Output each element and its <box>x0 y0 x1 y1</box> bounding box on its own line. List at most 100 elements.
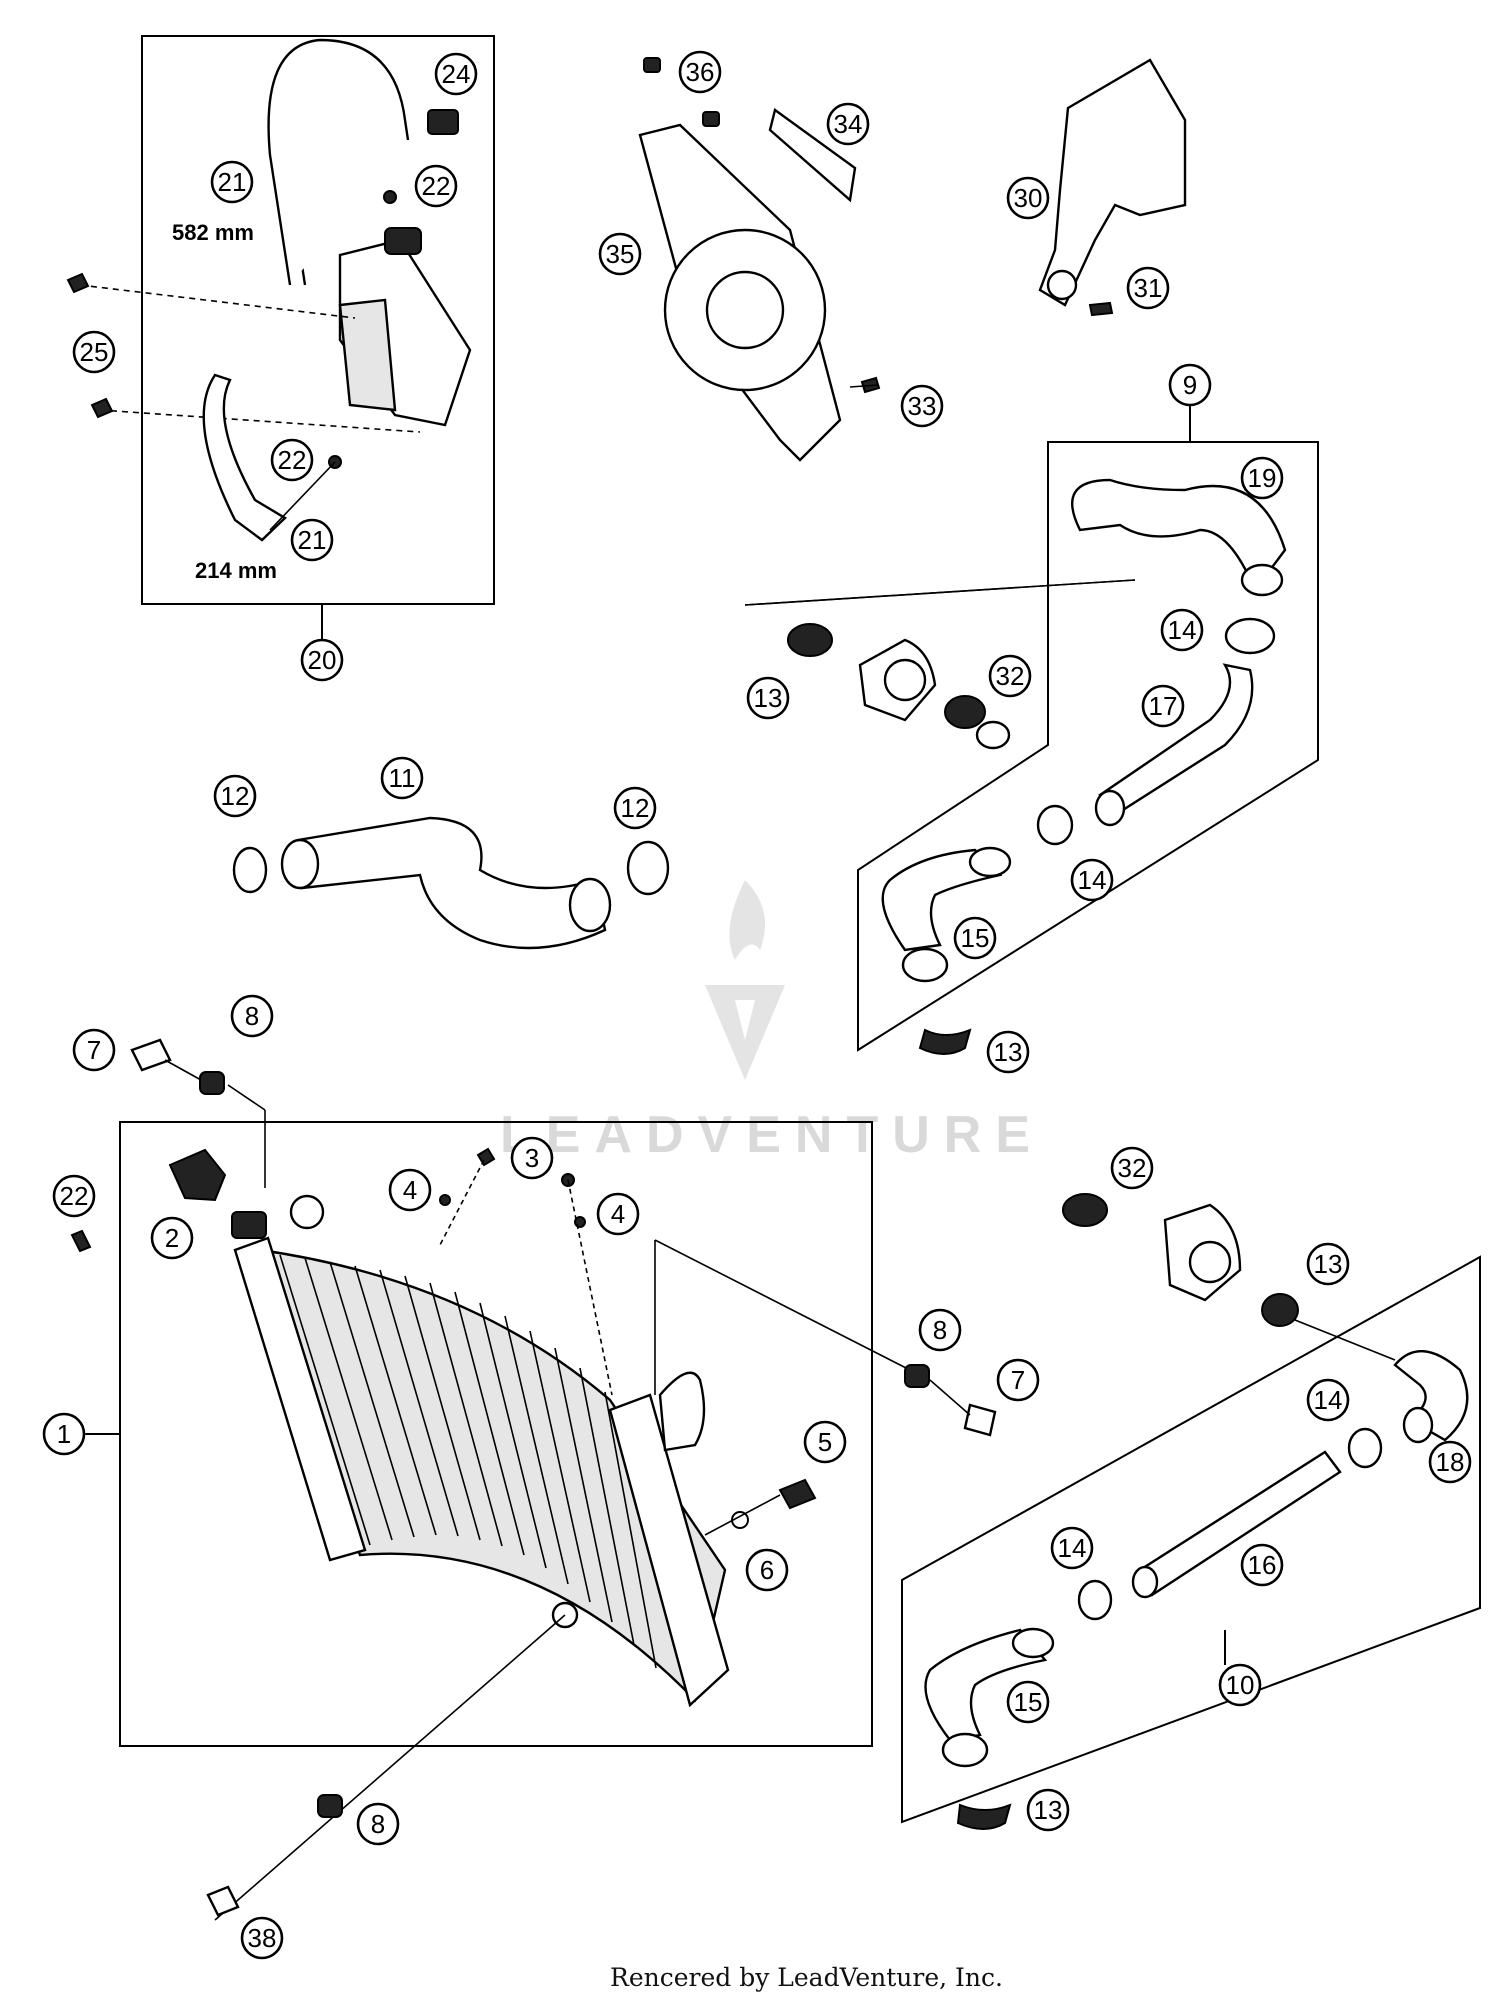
svg-text:32: 32 <box>996 661 1025 691</box>
callout-15a: 15 <box>953 916 997 960</box>
svg-text:16: 16 <box>1248 1550 1277 1580</box>
hose-kit-10 <box>901 1193 1481 1830</box>
callout-32a: 32 <box>988 654 1032 698</box>
clamp-13-lower-9 <box>918 1028 972 1055</box>
callout-12b: 12 <box>613 786 657 830</box>
svg-text:14: 14 <box>1168 615 1197 645</box>
svg-text:13: 13 <box>1034 1795 1063 1825</box>
callout-34: 34 <box>826 102 870 146</box>
svg-text:15: 15 <box>961 923 990 953</box>
svg-text:4: 4 <box>611 1199 625 1229</box>
temperature-sensor <box>778 1478 817 1510</box>
thermostat-32-upper <box>944 695 986 729</box>
svg-text:3: 3 <box>525 1143 539 1173</box>
callout-11: 11 <box>380 756 424 800</box>
grommet-8-left <box>199 1071 225 1095</box>
radiator-bracket <box>1038 58 1187 317</box>
clamp-14-upper <box>1224 617 1276 655</box>
svg-text:18: 18 <box>1436 1447 1465 1477</box>
svg-text:7: 7 <box>1011 1365 1025 1395</box>
radiator-filler-neck <box>231 1211 267 1239</box>
clamp-14-mid <box>1036 804 1074 846</box>
svg-text:32: 32 <box>1118 1153 1147 1183</box>
svg-text:38: 38 <box>248 1923 277 1953</box>
fan-assembly <box>638 57 881 462</box>
callout-16: 16 <box>1240 1543 1284 1587</box>
lower-hose-length: 214 mm <box>195 558 277 583</box>
callout-14b: 14 <box>1070 858 1114 902</box>
callout-13d: 13 <box>1026 1788 1070 1832</box>
callout-10: 10 <box>1218 1663 1262 1707</box>
radiator-group <box>86 1121 873 1747</box>
svg-text:9: 9 <box>1183 370 1197 400</box>
svg-text:21: 21 <box>298 525 327 555</box>
leadventure-watermark: LEADVENTURE <box>500 880 1044 1164</box>
svg-text:31: 31 <box>1134 273 1163 303</box>
svg-text:15: 15 <box>1014 1687 1043 1717</box>
radiator-outlet-pipe <box>658 1371 706 1452</box>
svg-text:20: 20 <box>308 645 337 675</box>
fan-bracket-strip <box>768 107 857 203</box>
svg-text:35: 35 <box>606 239 635 269</box>
callout-30: 30 <box>1006 176 1050 220</box>
svg-text:14: 14 <box>1078 865 1107 895</box>
callout-18: 18 <box>1428 1440 1472 1484</box>
hose-11 <box>296 816 607 950</box>
svg-text:14: 14 <box>1314 1385 1343 1415</box>
callout-7a: 7 <box>72 1028 116 1072</box>
callout-8b: 8 <box>918 1308 962 1352</box>
svg-text:14: 14 <box>1058 1533 1087 1563</box>
callout-1: 1 <box>42 1412 86 1456</box>
clamp-13-thermo-upper <box>787 623 833 657</box>
callout-22a: 22 <box>414 164 458 208</box>
credit-text: Rencered by LeadVenture, Inc. <box>610 1963 1003 1992</box>
hose-19 <box>1071 478 1287 593</box>
callout-38: 38 <box>240 1916 284 1960</box>
svg-text:12: 12 <box>621 793 650 823</box>
tank-cap <box>384 227 422 255</box>
callout-21a: 21 <box>210 160 254 204</box>
callout-14a: 14 <box>1160 608 1204 652</box>
clamp-12-right <box>626 840 670 896</box>
svg-text:4: 4 <box>403 1175 417 1205</box>
hose-clip-22 <box>70 1229 92 1253</box>
svg-text:22: 22 <box>278 445 307 475</box>
callout-31: 31 <box>1126 266 1170 310</box>
svg-text:21: 21 <box>218 167 247 197</box>
svg-text:10: 10 <box>1226 1670 1255 1700</box>
radiator-bracket-part <box>1038 58 1187 307</box>
bolt-7-right <box>963 1403 997 1437</box>
thermostat-32-lower <box>1062 1193 1108 1227</box>
radiator-left-tank <box>233 1236 367 1562</box>
callout-3: 3 <box>510 1136 554 1180</box>
radiator-right-tank <box>608 1393 730 1708</box>
svg-text:17: 17 <box>1149 691 1178 721</box>
watermark-text: LEADVENTURE <box>500 1106 1044 1164</box>
callout-22b: 22 <box>270 438 314 482</box>
callout-8a: 8 <box>230 994 274 1038</box>
hose-kit-9-box <box>857 441 1319 1052</box>
callout-35: 35 <box>598 232 642 276</box>
hose-15-lower <box>924 1628 1048 1742</box>
expansion-tank-group: 582 mm 214 mm <box>66 35 495 640</box>
clamp-14-lower-left <box>1077 1579 1113 1621</box>
svg-text:13: 13 <box>994 1037 1023 1067</box>
mount-hardware <box>70 1038 997 1921</box>
pipe-16 <box>1138 1450 1342 1597</box>
svg-text:13: 13 <box>1314 1249 1343 1279</box>
callout-32b: 32 <box>1110 1146 1154 1190</box>
svg-text:30: 30 <box>1014 183 1043 213</box>
callout-13a: 13 <box>746 676 790 720</box>
svg-text:25: 25 <box>80 337 109 367</box>
svg-text:33: 33 <box>908 391 937 421</box>
bolt-7-left <box>130 1038 172 1072</box>
svg-text:34: 34 <box>834 109 863 139</box>
callout-21b: 21 <box>290 518 334 562</box>
hose-kit-10-box <box>901 1255 1481 1824</box>
callout-13b: 13 <box>986 1030 1030 1074</box>
callout-36: 36 <box>678 50 722 94</box>
hose-11-group <box>232 816 670 950</box>
svg-text:12: 12 <box>221 781 250 811</box>
callout-8c: 8 <box>356 1802 400 1846</box>
svg-text:22: 22 <box>60 1181 89 1211</box>
